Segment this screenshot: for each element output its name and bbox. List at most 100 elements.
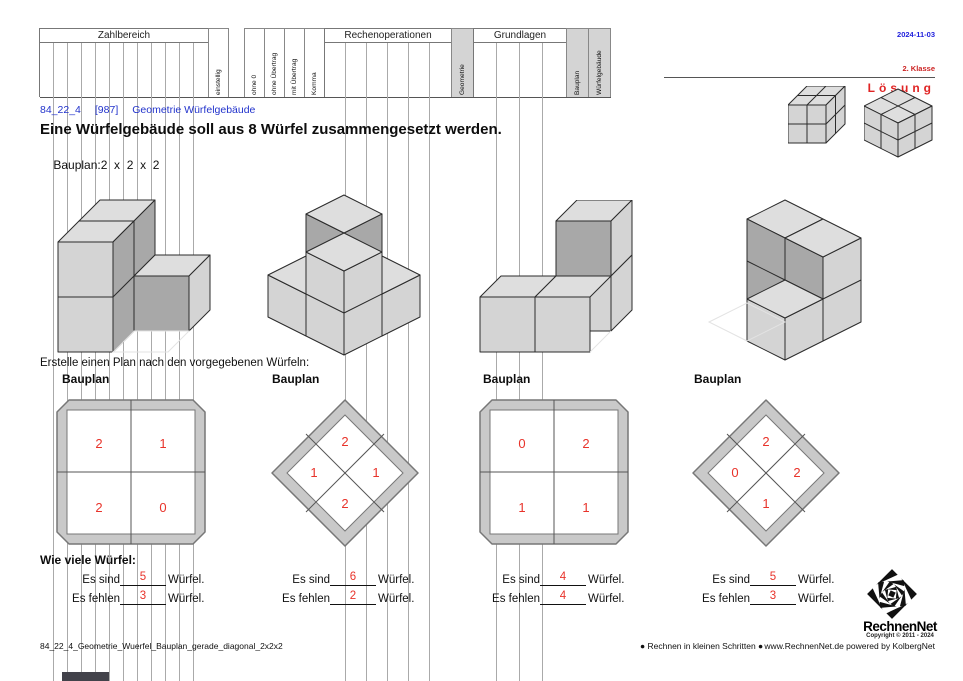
col-bis-9: bis 9 xyxy=(40,43,54,681)
grid1-cell-bottom-right: 0 xyxy=(159,500,167,515)
col-zahlen: Zahlen xyxy=(474,43,497,681)
bauplan-dimensions-value: 2 x 2 x 2 xyxy=(100,158,160,172)
fehlen-answer-blank: 4 xyxy=(540,589,586,605)
col-geometrie: Geometrie xyxy=(451,28,474,97)
rechnennet-logo-spiral-icon xyxy=(867,569,917,619)
cube-structure-1 xyxy=(57,199,211,353)
sind-answer-blank: 5 xyxy=(120,570,166,586)
fehlen-label: Es fehlen xyxy=(72,593,120,605)
col-bis-99: bis 99 xyxy=(138,43,152,681)
answer-fehlen-row: Es fehlen 3 Würfel. xyxy=(668,586,883,605)
answer-sind-row: Es sind 6 Würfel. xyxy=(248,567,463,586)
col-bis-100000: bis 100.000 xyxy=(180,43,194,681)
answer-column-3: Es sind 4 Würfel. Es fehlen 4 Würfel. xyxy=(458,567,673,605)
answer-column-1: Es sind 5 Würfel. Es fehlen 3 Würfel. xyxy=(38,567,253,605)
col-komma: Komma xyxy=(304,28,325,97)
unit-label: Würfel. xyxy=(588,593,625,605)
unit-label: Würfel. xyxy=(588,574,625,586)
fehlen-answer-blank: 3 xyxy=(750,589,796,605)
col-multiplikation: Multiplikation xyxy=(367,43,388,681)
header-gap xyxy=(229,28,245,97)
footer-filename: 84_22_4_Geometrie_Wuerfel_Bauplan_gerade… xyxy=(40,641,283,651)
task-heading: Eine Würfelgebäude soll aus 8 Würfel zus… xyxy=(40,121,502,138)
bauplan-dimensions-label: Bauplan: xyxy=(53,158,101,172)
bauplan-grid-1: 2 1 2 0 xyxy=(55,398,207,546)
sind-answer-blank: 4 xyxy=(540,570,586,586)
rechnennet-logo-text: RechnenNet xyxy=(863,619,937,634)
answer-sind-row: Es sind 5 Würfel. xyxy=(38,567,253,586)
topic-classification-table: Zahlbereich bis 9 bis 10 bis 20 bis 30 b… xyxy=(39,28,611,681)
grid2-cell-right: 1 xyxy=(372,465,380,480)
reference-cube-diagonal xyxy=(864,88,933,158)
grid1-cell-bottom-left: 2 xyxy=(95,500,103,515)
bauplan-grid-4: 2 0 2 1 xyxy=(691,398,841,548)
col-addition: Addition xyxy=(325,43,346,681)
solution-label: Lösung xyxy=(867,81,935,95)
sind-label: Es sind xyxy=(502,574,540,586)
date-label: 2024-11-03 xyxy=(897,30,935,39)
answer-column-4: Es sind 5 Würfel. Es fehlen 3 Würfel. xyxy=(668,567,883,605)
answer-fehlen-row: Es fehlen 2 Würfel. xyxy=(248,586,463,605)
col-wuerfelgebaeude: Würfelgebäude xyxy=(588,28,611,97)
answer-column-2: Es sind 6 Würfel. Es fehlen 2 Würfel. xyxy=(248,567,463,605)
group-grundlagen: Grundlagen Zahlen Mengen Ganzes / Teile … xyxy=(473,28,567,681)
grid1-cell-top-left: 2 xyxy=(95,436,103,451)
cube-structure-2 xyxy=(267,194,421,356)
bauplan-grid-3-frame xyxy=(479,399,629,545)
bauplan-grid-4-frame xyxy=(692,399,840,547)
plan-label-3: Bauplan xyxy=(483,372,531,386)
bauplan-grid-1-frame xyxy=(56,399,206,545)
fehlen-label: Es fehlen xyxy=(702,593,750,605)
copyright-text: Copyright © 2011 - 2024 xyxy=(866,633,934,639)
col-subtraktion: Subtraktion xyxy=(346,43,367,681)
grid3-cell-bottom-right: 1 xyxy=(582,500,590,515)
col-bis-40: bis 40 xyxy=(96,43,110,681)
grid4-cell-right: 2 xyxy=(793,465,801,480)
answer-fehlen-row: Es fehlen 3 Würfel. xyxy=(38,586,253,605)
worksheet-code: 84_22_4 xyxy=(40,104,81,116)
bottom-bar xyxy=(62,672,109,681)
col-bis-70: bis 70 xyxy=(124,43,138,681)
plan-label-2: Bauplan xyxy=(272,372,320,386)
reference-cube-straight xyxy=(788,86,846,144)
footer-slogan: ● Rechnen in kleinen Schritten ● xyxy=(640,641,764,651)
unit-label: Würfel. xyxy=(378,574,415,586)
col-mit-uebertrag: mit Übertrag xyxy=(284,28,305,97)
answer-sind-row: Es sind 4 Würfel. xyxy=(458,567,673,586)
col-bis-10000: bis 10.000 xyxy=(166,43,180,681)
col-einstellig: einstellig xyxy=(208,28,229,97)
grid2-cell-top: 2 xyxy=(341,434,349,449)
bauplan-dimensions-line: Bauplan:2 x 2 x 2 xyxy=(40,144,159,186)
bauplan-grid-2-frame xyxy=(271,399,419,547)
col-bis-20: bis 20 xyxy=(68,43,82,681)
grid3-cell-bottom-left: 1 xyxy=(518,500,526,515)
unit-label: Würfel. xyxy=(798,574,835,586)
plan-label-4: Bauplan xyxy=(694,372,742,386)
grid2-cell-bottom: 2 xyxy=(341,496,349,511)
col-bis-30: bis 30 xyxy=(82,43,96,681)
unit-label: Würfel. xyxy=(168,574,205,586)
sind-label: Es sind xyxy=(712,574,750,586)
fehlen-label: Es fehlen xyxy=(492,593,540,605)
grid2-cell-left: 1 xyxy=(310,465,318,480)
answer-fehlen-row: Es fehlen 4 Würfel. xyxy=(458,586,673,605)
instruction-text: Erstelle einen Plan nach den vorgegebene… xyxy=(40,357,310,369)
col-ganzes-teile: Ganzes / Teile xyxy=(520,43,543,681)
rechnennet-logo xyxy=(866,568,934,620)
group-title-zahlbereich: Zahlbereich xyxy=(40,29,208,43)
answer-sind-row: Es sind 5 Würfel. xyxy=(668,567,883,586)
sind-answer-blank: 5 xyxy=(750,570,796,586)
col-mengen: Mengen xyxy=(497,43,520,681)
worksheet-title-row: 84_22_4 [987] Geometrie Würfelgebäude xyxy=(40,104,269,116)
bauplan-grid-2: 2 1 1 2 xyxy=(270,398,420,548)
worksheet-topic: Geometrie Würfelgebäude xyxy=(132,104,256,116)
col-bis-1000: bis 1.000 xyxy=(152,43,166,681)
bauplan-grid-3: 0 2 1 1 xyxy=(478,398,630,546)
col-division: Division xyxy=(388,43,409,681)
col-bauplan: Bauplan xyxy=(566,28,589,97)
grid4-cell-left: 0 xyxy=(731,465,739,480)
worksheet-number: [987] xyxy=(94,104,119,116)
grade-label: 2. Klasse xyxy=(902,64,935,73)
grid3-cell-top-left: 0 xyxy=(518,436,526,451)
